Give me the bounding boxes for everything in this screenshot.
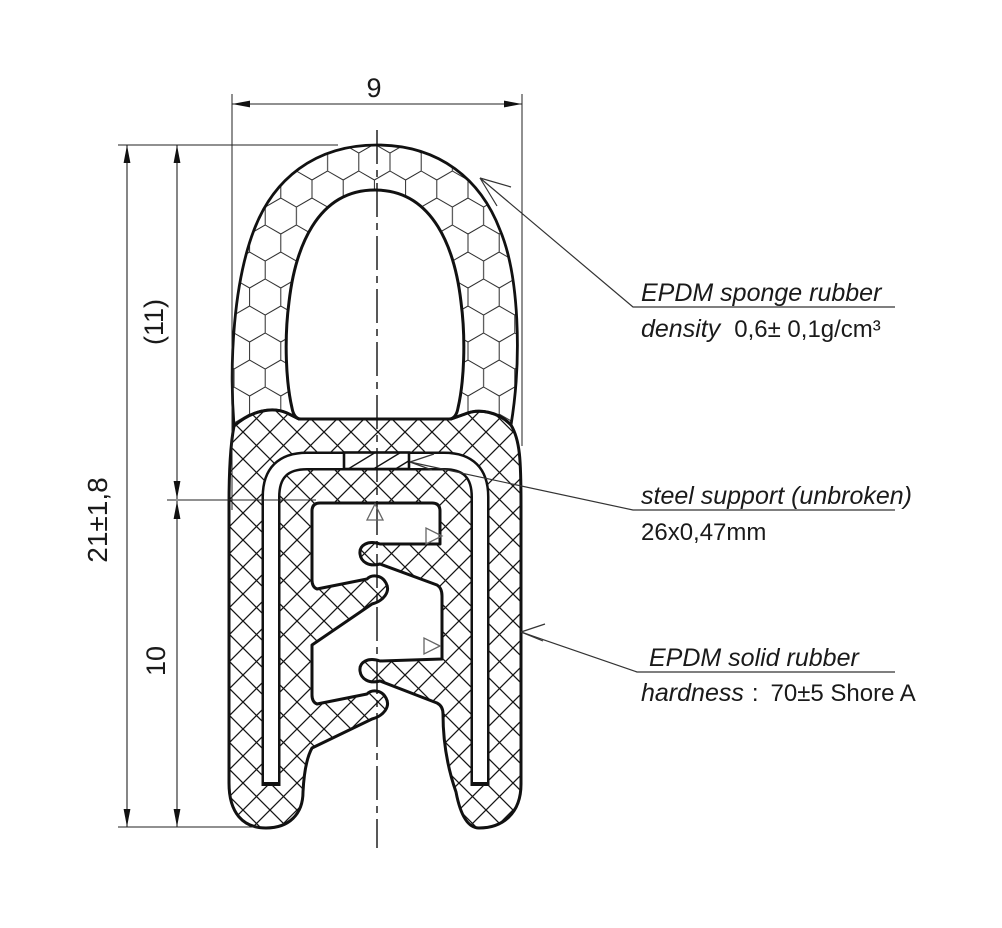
marker-triangles <box>365 502 444 656</box>
callout-solid-title: EPDM solid rubber <box>649 644 860 672</box>
dim-overall-height-label: 21±1,8 <box>82 477 113 562</box>
dim-width-label: 9 <box>366 73 381 103</box>
solid-rubber-outline <box>227 408 523 830</box>
dim-sponge-height-label: (11) <box>139 299 169 345</box>
callout-solid: EPDM solid rubber hardness:70±5 Shore A <box>641 644 916 707</box>
callout-sponge-title: EPDM sponge rubber <box>641 279 883 307</box>
solid-leader <box>520 631 895 673</box>
sponge-leader <box>479 177 895 308</box>
dimension-lines <box>118 94 523 828</box>
right-triangle-icon <box>423 636 442 656</box>
callout-steel-title: steel support (unbroken) <box>641 482 912 510</box>
right-triangle-icon <box>425 526 444 546</box>
solid-leader-arrow <box>520 623 546 642</box>
callout-solid-detail: hardness:70±5 Shore A <box>641 679 916 707</box>
leader-lines <box>409 177 895 673</box>
dim-body-height-label: 10 <box>141 646 171 676</box>
steel-leader <box>409 461 895 511</box>
sponge-inner-cavity <box>284 188 466 421</box>
dimension-arrows <box>123 100 522 827</box>
callout-steel: steel support (unbroken) 26x0,47mm <box>641 482 912 546</box>
steel-support-band <box>261 451 490 786</box>
sponge-rubber-section <box>230 143 519 428</box>
solid-rubber-section <box>227 408 523 830</box>
steel-leader-arrow <box>409 453 435 471</box>
callout-steel-detail: 26x0,47mm <box>641 519 766 546</box>
sponge-leader-arrow <box>479 177 512 207</box>
up-triangle-icon <box>365 502 385 521</box>
